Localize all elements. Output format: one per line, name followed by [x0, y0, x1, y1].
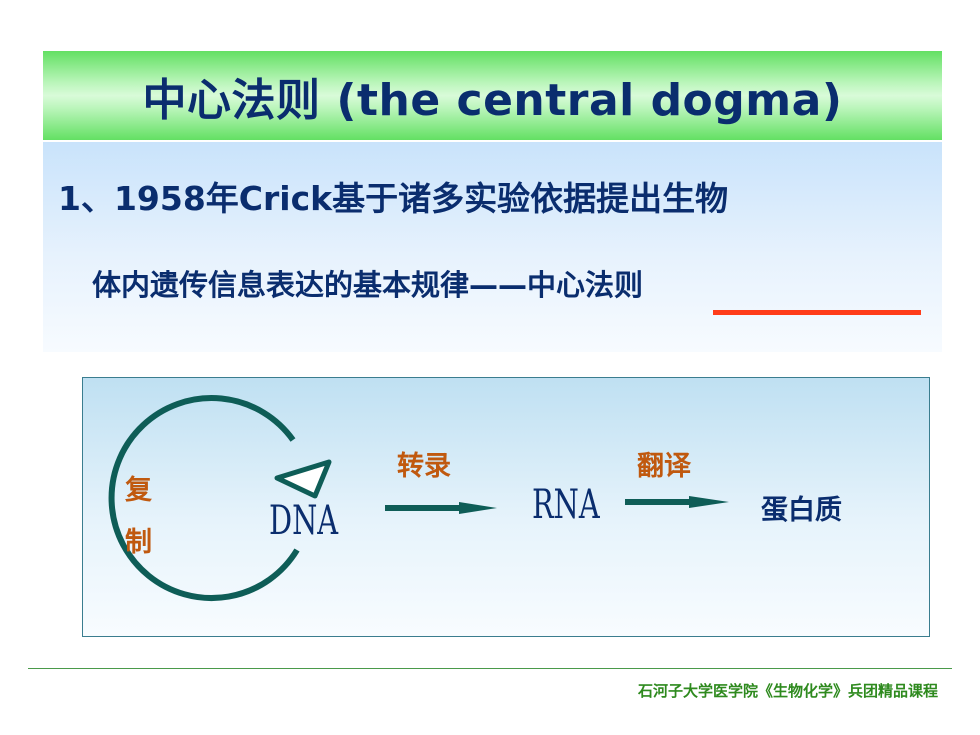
title-bar: 中心法则 (the central dogma) — [43, 51, 942, 140]
central-dogma-highlight: 中心法则 — [527, 268, 644, 302]
replication-label-1: 复 — [125, 475, 152, 506]
intro-line-2: 体内遗传信息表达的基本规律——中心法则 — [92, 262, 643, 304]
transcription-arrowhead — [459, 502, 497, 514]
central-dogma-diagram: 复 制 DNA 转录 RNA 翻译 蛋白质 — [82, 377, 930, 637]
replication-loop-arrow — [108, 395, 300, 601]
rna-label: RNA — [532, 482, 600, 528]
diagram-arrows — [108, 395, 729, 601]
dna-label: DNA — [269, 498, 339, 544]
intro-panel — [43, 142, 942, 352]
translation-label: 翻译 — [637, 451, 691, 482]
transcription-label: 转录 — [397, 451, 451, 482]
slide-title: 中心法则 (the central dogma) — [142, 74, 843, 126]
footer-divider — [28, 668, 952, 669]
intro-line-1: 1、1958年Crick基于诸多实验依据提出生物 — [58, 179, 729, 218]
translation-arrowhead — [689, 496, 729, 508]
intro-line-2-prefix: 体内遗传信息表达的基本规律—— — [92, 268, 528, 302]
protein-label: 蛋白质 — [761, 495, 842, 526]
replication-arrowhead — [274, 459, 332, 499]
replication-label-2: 制 — [125, 527, 152, 558]
footer-course-name: 石河子大学医学院《生物化学》兵团精品课程 — [637, 682, 938, 700]
highlight-underline — [713, 310, 921, 315]
